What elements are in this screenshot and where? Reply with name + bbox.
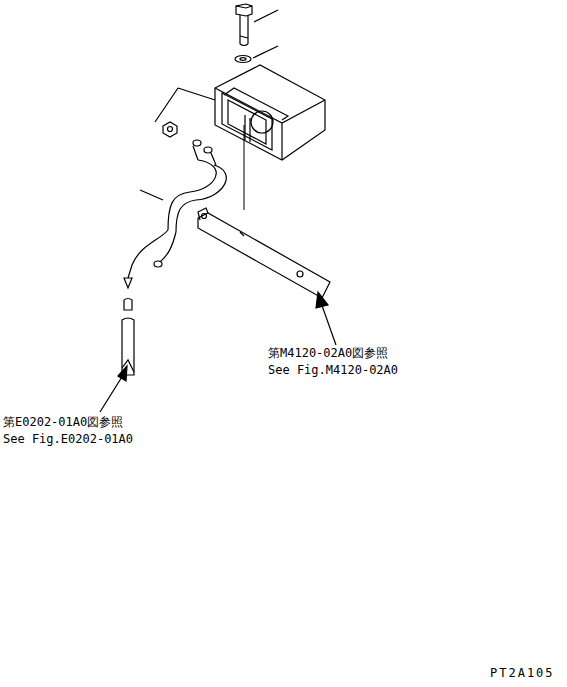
nut	[163, 122, 177, 137]
leader-line	[253, 46, 278, 58]
leader-line	[254, 10, 278, 22]
washer	[235, 56, 251, 63]
bolt	[236, 4, 252, 46]
leader-line	[140, 190, 163, 200]
drawing-number: PT2A105	[490, 666, 555, 680]
leader-line	[155, 88, 215, 122]
bracket	[198, 208, 330, 298]
figure-reference: 第M4120-02A0図参照	[268, 346, 388, 360]
relay-box	[215, 65, 325, 210]
figure-reference: See Fig.E0202-01A0	[3, 432, 133, 446]
figure-reference: See Fig.M4120-02A0	[268, 363, 398, 377]
figure-reference: 第E0202-01A0図参照	[3, 415, 123, 429]
wire-harness	[124, 160, 226, 288]
connector-pin	[122, 299, 134, 376]
